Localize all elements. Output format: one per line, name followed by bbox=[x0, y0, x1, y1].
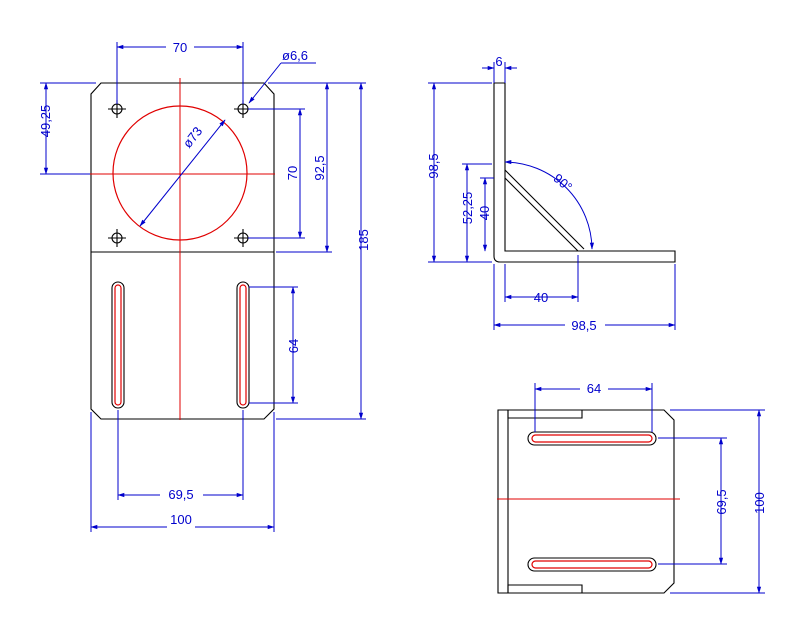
dim-angle-text: 90° bbox=[551, 170, 576, 194]
dim-hole-vertical-text: 70 bbox=[285, 166, 300, 180]
slot-left bbox=[111, 281, 125, 409]
dim-bottom-width: 100 bbox=[670, 409, 767, 594]
dim-slot-spacing: 69,5 bbox=[117, 410, 244, 502]
dim-gusset-height-text: 40 bbox=[477, 206, 492, 220]
slot-right bbox=[236, 281, 250, 409]
dim-gusset-base: 40 bbox=[504, 255, 579, 305]
dim-bottom-slot-length-text: 64 bbox=[587, 381, 601, 396]
dim-total-height: 185 bbox=[276, 82, 371, 420]
side-view: 6 98,5 52,25 40 90° bbox=[426, 54, 676, 333]
dim-gusset-height: 40 bbox=[477, 177, 494, 252]
bottom-slot-top bbox=[527, 431, 657, 446]
dim-base-length: 98,5 bbox=[493, 264, 676, 333]
dim-bore-diameter-text: ø73 bbox=[180, 124, 206, 151]
dim-plate-to-bend: 92,5 bbox=[268, 82, 332, 253]
dim-gusset-top: 52,25 bbox=[460, 163, 492, 263]
dim-base-length-text: 98,5 bbox=[571, 318, 596, 333]
side-profile bbox=[493, 82, 676, 263]
dim-total-width-text: 100 bbox=[170, 512, 192, 527]
slot-left-inner bbox=[114, 284, 122, 406]
front-plate-outline bbox=[90, 82, 275, 420]
dim-top-offset: 49,25 bbox=[38, 82, 96, 175]
dim-bottom-slot-spacing-text: 69,5 bbox=[714, 489, 729, 514]
dim-gusset-top-text: 52,25 bbox=[460, 192, 475, 225]
dim-thickness-text: 6 bbox=[495, 54, 502, 69]
dim-slot-length-text: 64 bbox=[286, 339, 301, 353]
dim-total-width: 100 bbox=[90, 412, 275, 532]
dim-angle: 90° bbox=[504, 159, 595, 250]
dim-plate-to-bend-text: 92,5 bbox=[312, 155, 327, 180]
dim-hole-diameter: ø6,6 bbox=[248, 48, 316, 104]
dim-gusset-base-text: 40 bbox=[534, 290, 548, 305]
dim-bottom-slot-spacing: 69,5 bbox=[658, 437, 729, 565]
dim-hole-diameter-text: ø6,6 bbox=[282, 48, 308, 63]
mounting-holes bbox=[108, 100, 252, 247]
dim-total-height-text: 185 bbox=[356, 229, 371, 251]
dim-bolt-spacing-text: 70 bbox=[173, 40, 187, 55]
dim-bottom-width-text: 100 bbox=[752, 492, 767, 514]
dim-side-height: 98,5 bbox=[426, 82, 492, 263]
dim-slot-length: 64 bbox=[249, 286, 301, 404]
dim-thickness: 6 bbox=[482, 54, 517, 83]
dim-slot-spacing-text: 69,5 bbox=[168, 487, 193, 502]
bottom-slot-bottom-inner bbox=[531, 560, 653, 569]
bottom-slot-top-inner bbox=[531, 434, 653, 443]
bottom-slot-bottom bbox=[527, 557, 657, 572]
dim-bottom-slot-length: 64 bbox=[534, 381, 653, 432]
bottom-view: 64 69,5 100 bbox=[497, 381, 767, 594]
bottom-plate-outline bbox=[497, 409, 675, 594]
dim-bolt-spacing: 70 bbox=[116, 40, 244, 104]
slot-right-inner bbox=[239, 284, 247, 406]
front-view: 70 ø6,6 49,25 ø73 70 bbox=[38, 40, 371, 532]
dim-hole-vertical: 70 bbox=[248, 108, 305, 239]
dim-side-height-text: 98,5 bbox=[426, 153, 441, 178]
motor-bore-circle bbox=[112, 105, 248, 241]
dim-bore-diameter: ø73 bbox=[139, 119, 226, 227]
dim-top-offset-text: 49,25 bbox=[38, 105, 53, 138]
